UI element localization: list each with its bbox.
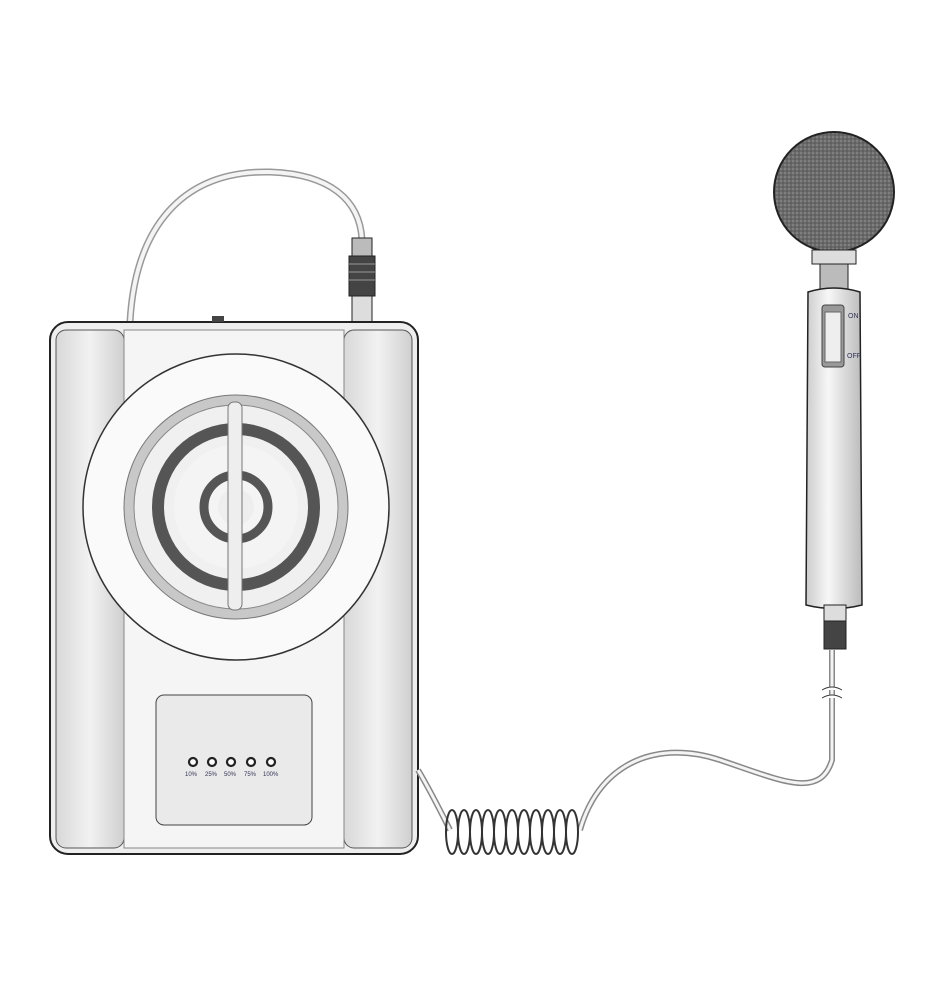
led-label-100: 100% (263, 772, 279, 778)
switch-off-label: OFF (847, 353, 861, 360)
top-cable (126, 168, 366, 323)
level-panel: 10% 25% 50% 75% 100% (155, 694, 313, 826)
switch-on-label: ON (848, 313, 859, 320)
led-label-75: 75% (244, 772, 257, 778)
on-off-switch (821, 304, 845, 368)
cable-plug (348, 237, 376, 323)
led-label-25: 25% (205, 772, 218, 778)
microphone: ON OFF (773, 131, 895, 650)
coiled-cable (445, 809, 579, 855)
led-label-50: 50% (224, 772, 237, 778)
mic-cable (415, 650, 835, 832)
led-label-10: 10% (185, 772, 198, 778)
speaker (82, 353, 390, 661)
level-leds (187, 756, 277, 768)
